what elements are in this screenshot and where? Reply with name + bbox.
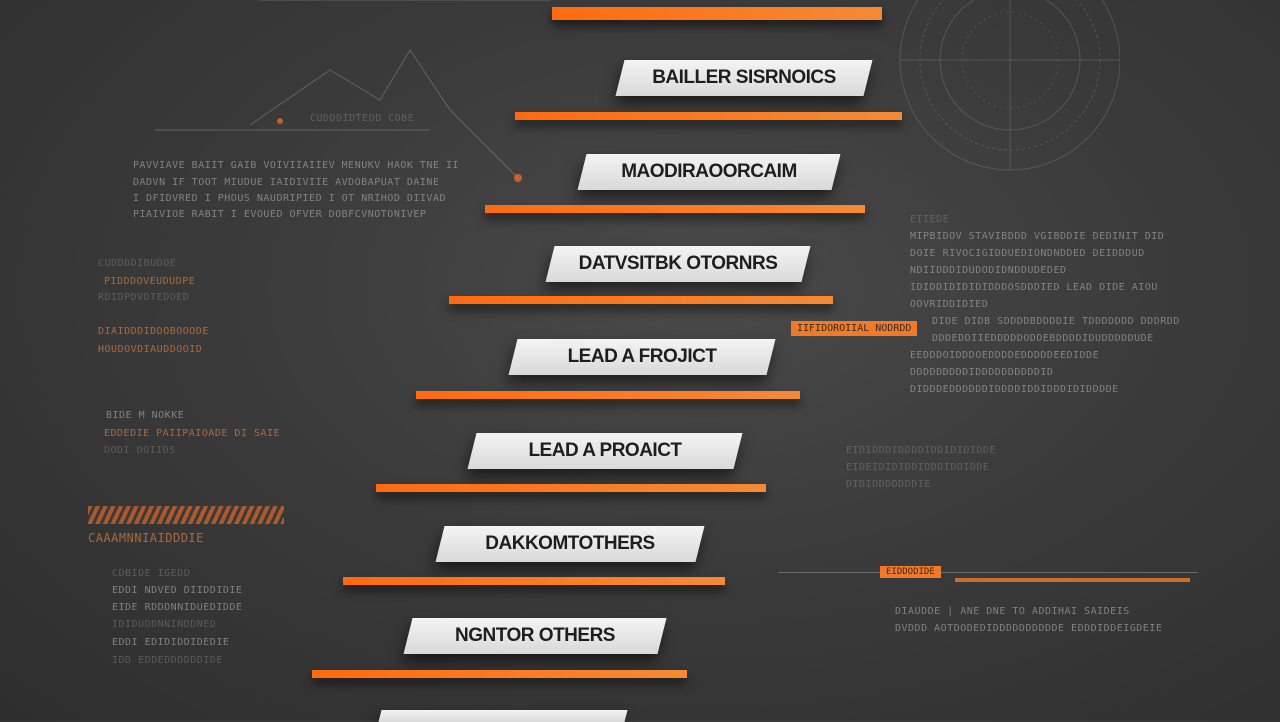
step-accent-bar	[376, 484, 766, 492]
decorative-circle-graphic	[899, 0, 1120, 171]
text-line: EDDI NDVED DIIDDIDIE	[112, 585, 243, 596]
step-accent-bar	[449, 296, 833, 304]
text-line: PAVVIAVE BAIIT GAIB VOIVIIAIIEV MENUKV H…	[133, 160, 460, 171]
text-line: NDIIDDDIDUDODIDNDDUDEDED	[910, 265, 1067, 276]
step-accent-bar	[416, 391, 800, 399]
step-label-box-partial	[378, 710, 628, 722]
step-accent-bar	[485, 205, 865, 213]
text-line: DIAUDDE | ANE DNE TO ADDIHAI SAIDEIS	[895, 606, 1130, 617]
text-line: MIPBIDOV STAVIBDDD VGIBDDIE DEDINIT DID	[910, 231, 1165, 242]
text-line: EIDE RDDDNNIDUEDIDDE	[112, 602, 243, 613]
tag-label-2: EIDDODIDE	[880, 566, 941, 578]
text-line: I DFIDVRED I PHOUS NAUDRIPIED I OT NRIHO…	[133, 193, 446, 204]
step-accent-bar	[312, 670, 687, 678]
text-line: HOUDOVDIAUDDOOID	[98, 344, 203, 355]
text-line: DVDDD AOTDODEDIDDDDDDDDDDE EDDDIDDEIGDEI…	[895, 623, 1163, 634]
step-accent-bar	[552, 7, 882, 20]
step-label-1: BAILLER SISRNOICS	[652, 67, 836, 88]
text-line: IDIDUDDNNINDDNED	[112, 619, 217, 630]
text-line: PIDDDOVEUDUDPE	[104, 276, 196, 287]
text-line: EIDEIDIDIDDIDDDIDDIDDE	[846, 462, 990, 473]
text-line: EDDEDIE PAIIPAIOADE DI SAIE	[104, 428, 281, 439]
text-line: RDIDPDVDTEDOED	[98, 292, 190, 303]
text-line: DODI DOIIDS	[104, 445, 176, 456]
striped-heading-graphic	[88, 506, 284, 524]
text-line: BIDE M NOKKE	[106, 410, 185, 421]
step-label-6: DAKKOMTOTHERS	[485, 533, 655, 554]
step-label-3: DATVSITBK OTORNRS	[578, 253, 778, 274]
step-label-2: MAODIRAOORCAIM	[621, 161, 797, 182]
text-line: EDDI EDIDIDDIDEDIE	[112, 637, 230, 648]
text-line: DIAIDDDIDDOBOOODE	[98, 326, 209, 337]
step-accent-bar	[343, 577, 725, 585]
text-line: DIDIDDDDDDDIE	[846, 479, 931, 490]
left-block-4-heading: CAAAMNNIAIDDDIE	[88, 531, 204, 545]
step-label-4: LEAD A FROJICT	[567, 346, 717, 367]
divider-line	[778, 572, 1198, 573]
tag-label-1: IIFIDOROIIAL NODRDD	[791, 321, 918, 336]
text-line: DIDDDEDDDDDDIDDDDIDDIDDDIDIDDDDE	[910, 384, 1119, 395]
header-caption: CUDDDIDTEDD COBE	[310, 113, 415, 124]
text-line: DADVN IF TOOT MIUDUE IAIDIVIIE AVDOBAPUA…	[133, 177, 440, 188]
text-line: DIDE DIDB SDDDDBDDDDIE TDDDDDDD DDDRDD	[932, 316, 1180, 327]
step-label-7: NGNTOR OTHERS	[455, 625, 615, 646]
text-line: OOVRIDDIDIED	[910, 299, 989, 310]
text-line: EIDIDDDIDDDDIDDIDIDIDDE	[846, 445, 996, 456]
text-line: DDDDDDDDDIDDDDDDDDDDID	[910, 367, 1054, 378]
text-line: CDBIDE IGEDD	[112, 568, 191, 579]
step-accent-bar	[515, 112, 902, 120]
text-line: EEDDDOIDDDOEDDDDEDDDDDEEDIDDE	[910, 350, 1100, 361]
text-line: IDD EDDEDDDDDDIDE	[112, 655, 223, 666]
text-line: IDIDDIDIDIDIDDDOSDDDIED LEAD DIDE AIOU	[910, 282, 1158, 293]
accent-bar	[955, 578, 1190, 582]
text-line: CUDDDDIBUDOE	[98, 258, 177, 269]
text-line: DDDEDDIIEDDDDDODDEBDDDDIDUDDDDDUDE	[932, 333, 1154, 344]
step-label-5: LEAD A PROAICT	[528, 440, 682, 461]
text-line: PIAIVIOE RABIT I EVOUED OFVER DOBFCVNOTO…	[133, 209, 427, 220]
decorative-line-graph	[155, 0, 550, 182]
text-line: DOIE RIVOCIGIDDUEDIONDNDDED DEIDDDUD	[910, 248, 1145, 259]
text-line: EIIEDE	[910, 214, 950, 225]
